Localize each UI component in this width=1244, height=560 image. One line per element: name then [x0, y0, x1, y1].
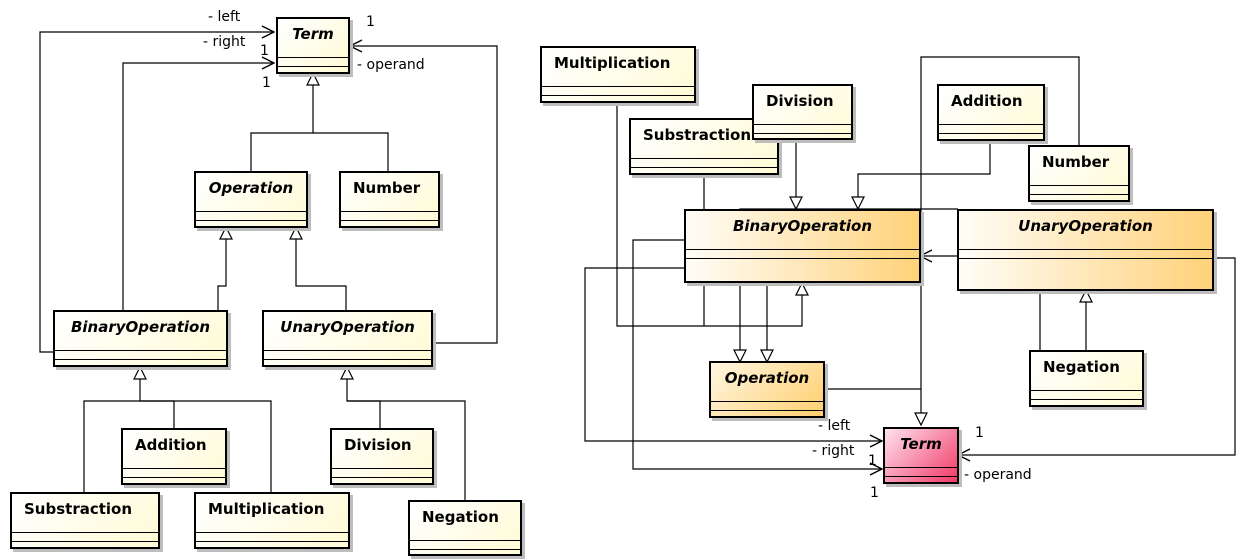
class-name: Term [292, 25, 334, 43]
operand-assoc-role-label: - operand [964, 467, 1032, 483]
right-operation-class[interactable]: Operation [709, 361, 825, 418]
left-addition-inherits-binaryop [140, 367, 175, 429]
left-number-inherits-term [313, 132, 389, 172]
class-name: Operation [724, 369, 810, 387]
operand-multiplicity-label: 1 [975, 425, 984, 441]
right-binaryop-left-assoc [584, 267, 882, 441]
class-name: BinaryOperation [70, 318, 211, 336]
right-unaryop-operand-assoc [958, 257, 1236, 455]
left-assoc-role-label: - left [818, 418, 851, 434]
right-term-class[interactable]: Term [883, 427, 959, 484]
left-negation-class[interactable]: Negation [408, 500, 522, 556]
class-name: BinaryOperation [732, 217, 873, 235]
operand-multiplicity-label: 1 [366, 14, 375, 30]
right-multiplicity-label: 1 [260, 43, 269, 59]
right-addition-inherits-binaryop [858, 140, 991, 209]
left-term-class[interactable]: Term [276, 17, 350, 74]
class-name: Number [1042, 153, 1110, 171]
left-binaryop-right-assoc [122, 63, 274, 312]
right-assoc-role-label: - right [203, 34, 246, 50]
left-unaryoperation-class[interactable]: UnaryOperation [262, 310, 433, 367]
right-number-inherits-term [921, 56, 1080, 425]
right-number-class[interactable]: Number [1028, 145, 1130, 202]
left-assoc-role-label: - left [208, 9, 241, 25]
right-unaryoperation-class[interactable]: UnaryOperation [957, 209, 1214, 291]
right-multiplicity-label: 1 [868, 453, 877, 469]
class-name: Multiplication [554, 54, 671, 72]
left-unaryop-inherits-operation [296, 227, 347, 311]
class-name: UnaryOperation [280, 318, 415, 336]
operand-assoc-role-label: - operand [357, 57, 425, 73]
left-division-class[interactable]: Division [330, 428, 434, 485]
class-name: Term [900, 435, 942, 453]
class-name: UnaryOperation [1018, 217, 1153, 235]
left-binaryop-left-assoc [39, 32, 274, 353]
class-name: Negation [1043, 358, 1120, 376]
left-substraction-inherits-binaryop [83, 400, 140, 493]
class-name: Negation [422, 508, 499, 526]
right-division-class[interactable]: Division [752, 84, 853, 140]
right-binaryoperation-class[interactable]: BinaryOperation [684, 209, 921, 283]
left-multiplicity-label: 1 [262, 75, 271, 91]
left-addition-class[interactable]: Addition [121, 428, 227, 485]
left-multiplication-class[interactable]: Multiplication [194, 492, 350, 549]
left-negation-inherits-unaryop [347, 400, 466, 500]
left-number-class[interactable]: Number [339, 171, 440, 228]
right-negation-class[interactable]: Negation [1029, 350, 1144, 407]
left-unaryop-operand-assoc [350, 46, 498, 344]
right-addition-class[interactable]: Addition [937, 84, 1045, 141]
right-binaryop-right-assoc [632, 239, 882, 469]
class-name: Substraction [643, 126, 752, 144]
right-multiplication-class[interactable]: Multiplication [540, 46, 696, 103]
left-binaryoperation-class[interactable]: BinaryOperation [53, 310, 228, 367]
left-operation-inherits-term [250, 73, 313, 172]
left-multiplicity-label: 1 [870, 485, 879, 501]
left-binaryop-inherits-operation [217, 227, 226, 311]
class-name: Number [353, 179, 421, 197]
class-name: Substraction [24, 500, 133, 518]
class-name: Addition [135, 436, 207, 454]
class-name: Multiplication [208, 500, 325, 518]
right-assoc-role-label: - right [812, 443, 855, 459]
left-division-inherits-unaryop [347, 367, 381, 429]
class-name: Division [766, 92, 834, 110]
class-name: Addition [951, 92, 1023, 110]
left-multiplication-inherits-binaryop [140, 400, 272, 493]
class-name: Division [344, 436, 412, 454]
left-operation-class[interactable]: Operation [194, 171, 308, 228]
right-multiplication-inherits-binaryop [616, 103, 802, 327]
class-name: Operation [208, 179, 294, 197]
left-substraction-class[interactable]: Substraction [10, 492, 160, 549]
